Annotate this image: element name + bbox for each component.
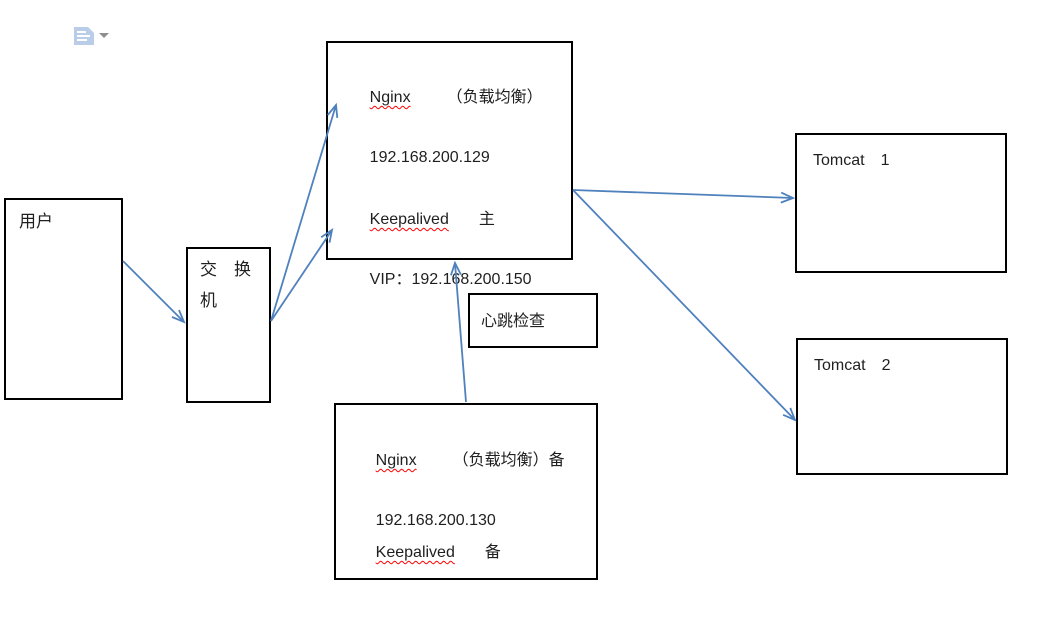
paste-options-button[interactable] [73, 25, 109, 47]
nginx-backup-keepalived: Keepalived [375, 544, 455, 561]
nginx-backup-name-suffix: （负载均衡）备 [452, 452, 565, 469]
node-nginx-backup[interactable]: Nginx （负载均衡）备 192.168.200.130 Keepalived 备 [334, 403, 598, 580]
node-user-label: 用户 [19, 212, 53, 231]
nginx-backup-title: Nginx （负载均衡）备 192.168.200.130 [349, 416, 565, 566]
nginx-backup-keepalived-block: Keepalived 备 [349, 508, 501, 598]
nginx-master-title: Nginx （负载均衡） 192.168.200.129 [343, 53, 543, 203]
nginx-master-keepalived-block: Keepalived 主 VIP：192.168.200.150 [343, 175, 532, 325]
node-tomcat-1[interactable]: Tomcat 1 [795, 133, 1007, 273]
node-switch-label: 交 换机 [200, 260, 251, 310]
nginx-backup-name: Nginx [375, 452, 417, 469]
nginx-master-ip: 192.168.200.129 [369, 149, 490, 166]
arrow-master-to-tomcat-1[interactable] [572, 189, 796, 204]
node-user[interactable]: 用户 [4, 198, 123, 400]
nginx-backup-ip: 192.168.200.130 [375, 512, 496, 529]
clipboard-paste-icon [74, 27, 94, 45]
nginx-backup-keepalived-role: 备 [484, 544, 501, 561]
node-switch[interactable]: 交 换机 [186, 247, 271, 403]
tomcat-1-label: Tomcat 1 [813, 152, 890, 169]
nginx-master-name-suffix: （负载均衡） [446, 89, 543, 106]
nginx-master-vip: VIP：192.168.200.150 [369, 271, 532, 288]
heartbeat-label: 心跳检查 [481, 313, 546, 330]
nginx-master-keepalived-role: 主 [478, 211, 495, 228]
node-heartbeat[interactable]: 心跳检查 [468, 293, 598, 348]
tomcat-2-label: Tomcat 2 [814, 357, 891, 374]
node-tomcat-2[interactable]: Tomcat 2 [796, 338, 1008, 475]
nginx-master-keepalived: Keepalived [369, 211, 449, 228]
arrow-user-to-switch[interactable] [122, 260, 186, 324]
nginx-master-name: Nginx [369, 89, 411, 106]
arrow-switch-to-nginx-master-lower[interactable] [270, 228, 334, 322]
arrow-master-to-tomcat-2[interactable] [572, 189, 797, 422]
caret-down-icon[interactable] [99, 33, 109, 38]
